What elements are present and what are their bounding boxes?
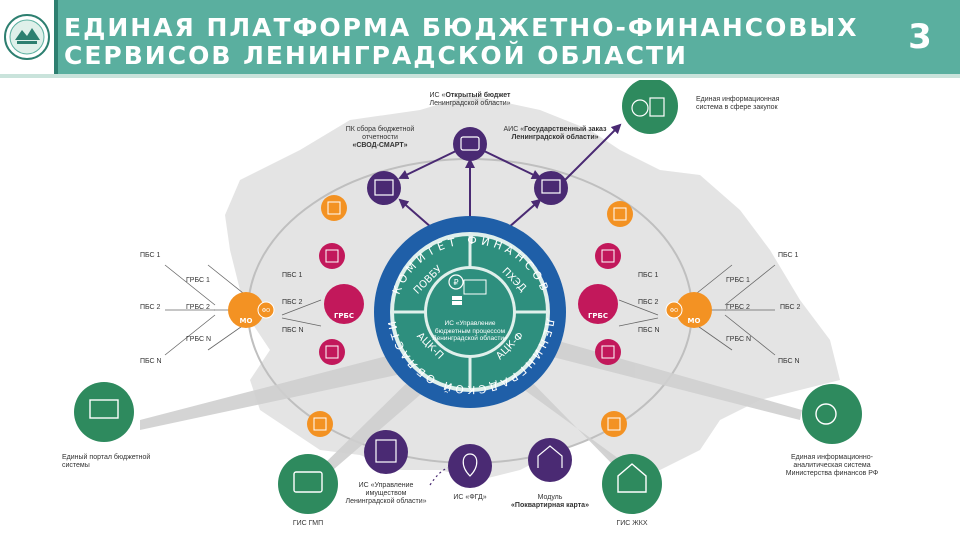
center-core — [427, 269, 513, 355]
fgd-node[interactable] — [448, 444, 492, 488]
left-pbs-n: ПБС N — [140, 358, 162, 365]
gis-zhkh-node[interactable] — [602, 454, 662, 514]
right-pbs-1: ПБС 1 — [778, 252, 799, 259]
orange-node-tr[interactable] — [607, 201, 633, 227]
wallet-icon — [460, 136, 480, 151]
map-pin-icon — [462, 453, 478, 477]
left-pbs-1: ПБС 1 — [140, 252, 161, 259]
gis-gmp-node[interactable] — [278, 454, 338, 514]
mo-badge-left: МО — [240, 317, 253, 325]
right-grbs-2: ГРБС 2 — [726, 304, 750, 311]
gis-zhkh-label: ГИС ЖКХ — [616, 520, 648, 527]
left-grbs-2: ГРБС 2 — [186, 304, 210, 311]
right-grbs-1: ГРБС 1 — [726, 277, 750, 284]
orange-node-br[interactable] — [601, 411, 627, 437]
right-inner-pbs-1: ПБС 1 — [638, 272, 659, 279]
gos-zakaz-node[interactable] — [534, 171, 568, 205]
region-emblem-icon — [0, 0, 58, 74]
houses-icon — [537, 445, 563, 468]
grbs-node-right[interactable] — [578, 284, 618, 324]
eis-zakupki-label: Единая информационная система в сфере за… — [696, 96, 780, 111]
title-line-2: СЕРВИСОВ ЛЕНИНГРАДСКОЙ ОБЛАСТИ — [64, 41, 688, 70]
budget-process-icon: ₽ — [448, 274, 487, 305]
grbs-node-left[interactable] — [324, 284, 364, 324]
center-system-label: ИС «Управление бюджетным процессом Ленин… — [432, 320, 508, 342]
left-inner-pbs-2: ПБС 2 — [282, 299, 303, 306]
portal-label: Единый портал бюджетной системы — [62, 454, 151, 469]
minfin-label: Единая информационно-аналитическая систе… — [785, 454, 879, 477]
fo-badge-right: ФО — [670, 308, 678, 314]
right-pbs-n: ПБС N — [778, 358, 800, 365]
cart-monitor-icon — [541, 179, 561, 194]
magenta-node-l1[interactable] — [319, 243, 345, 269]
building-icon — [375, 439, 397, 463]
right-grbs-n: ГРБС N — [726, 336, 752, 343]
property-node[interactable] — [364, 430, 408, 474]
kvartira-node[interactable] — [528, 438, 572, 482]
property-label: ИС «Управление имуществом Ленинградской … — [345, 482, 427, 505]
svg-text:₽: ₽ — [453, 278, 458, 287]
gis-gmp-label: ГИС ГМП — [292, 520, 324, 527]
header-bar: ЕДИНАЯ ПЛАТФОРМА БЮДЖЕТНО-ФИНАНСОВЫХ СЕР… — [0, 0, 960, 74]
left-grbs-1: ГРБС 1 — [186, 277, 210, 284]
magenta-node-r1[interactable] — [595, 243, 621, 269]
mo-node-right[interactable] — [676, 292, 712, 328]
left-inner-pbs-1: ПБС 1 — [282, 272, 303, 279]
page-number: 3 — [908, 17, 932, 57]
title-line-1: ЕДИНАЯ ПЛАТФОРМА БЮДЖЕТНО-ФИНАНСОВЫХ — [64, 13, 859, 42]
left-pbs-2: ПБС 2 — [140, 304, 161, 311]
house-icon — [617, 463, 647, 493]
svod-smart-node[interactable] — [367, 171, 401, 205]
kvartira-label: Модуль«Поквартирная карта» — [511, 494, 589, 509]
monitor-icon — [89, 399, 119, 419]
magenta-nodes — [319, 243, 621, 365]
portal-node[interactable] — [74, 382, 134, 442]
page-title: ЕДИНАЯ ПЛАТФОРМА БЮДЖЕТНО-ФИНАНСОВЫХ СЕР… — [64, 14, 859, 70]
coins-icon — [631, 97, 665, 117]
grbs-badge-right: ГРБС — [588, 312, 608, 320]
orange-nodes — [307, 195, 633, 437]
fgd-label: ИС «ФГД» — [453, 494, 487, 501]
right-inner-pbs-n: ПБС N — [638, 327, 660, 334]
header-divider — [0, 74, 960, 78]
open-budget-node[interactable] — [453, 127, 487, 161]
right-pbs-2: ПБС 2 — [780, 304, 801, 311]
svod-smart-label: ПК сбора бюджетной отчетности«СВОД-СМАРТ… — [345, 126, 415, 149]
magenta-node-r2[interactable] — [595, 339, 621, 365]
orange-node-tl[interactable] — [321, 195, 347, 221]
left-inner-pbs-n: ПБС N — [282, 327, 304, 334]
fo-badge-left: ФО — [262, 308, 270, 314]
minfin-node[interactable] — [802, 384, 862, 444]
magenta-node-l2[interactable] — [319, 339, 345, 365]
right-inner-pbs-2: ПБС 2 — [638, 299, 659, 306]
mo-node-left[interactable] — [228, 292, 264, 328]
grbs-badge-left: ГРБС — [334, 312, 354, 320]
mo-badge-right: МО — [688, 317, 701, 325]
report-icon — [374, 179, 394, 196]
gear-chart-icon — [815, 403, 837, 425]
left-grbs-n: ГРБС N — [186, 336, 212, 343]
orange-node-bl[interactable] — [307, 411, 333, 437]
platform-diagram: КОМИТЕТ ФИНАНСОВ ЛЕНИНГРАДСКОЙ ОБЛАСТИ П… — [74, 80, 862, 514]
card-hand-icon — [293, 471, 323, 493]
